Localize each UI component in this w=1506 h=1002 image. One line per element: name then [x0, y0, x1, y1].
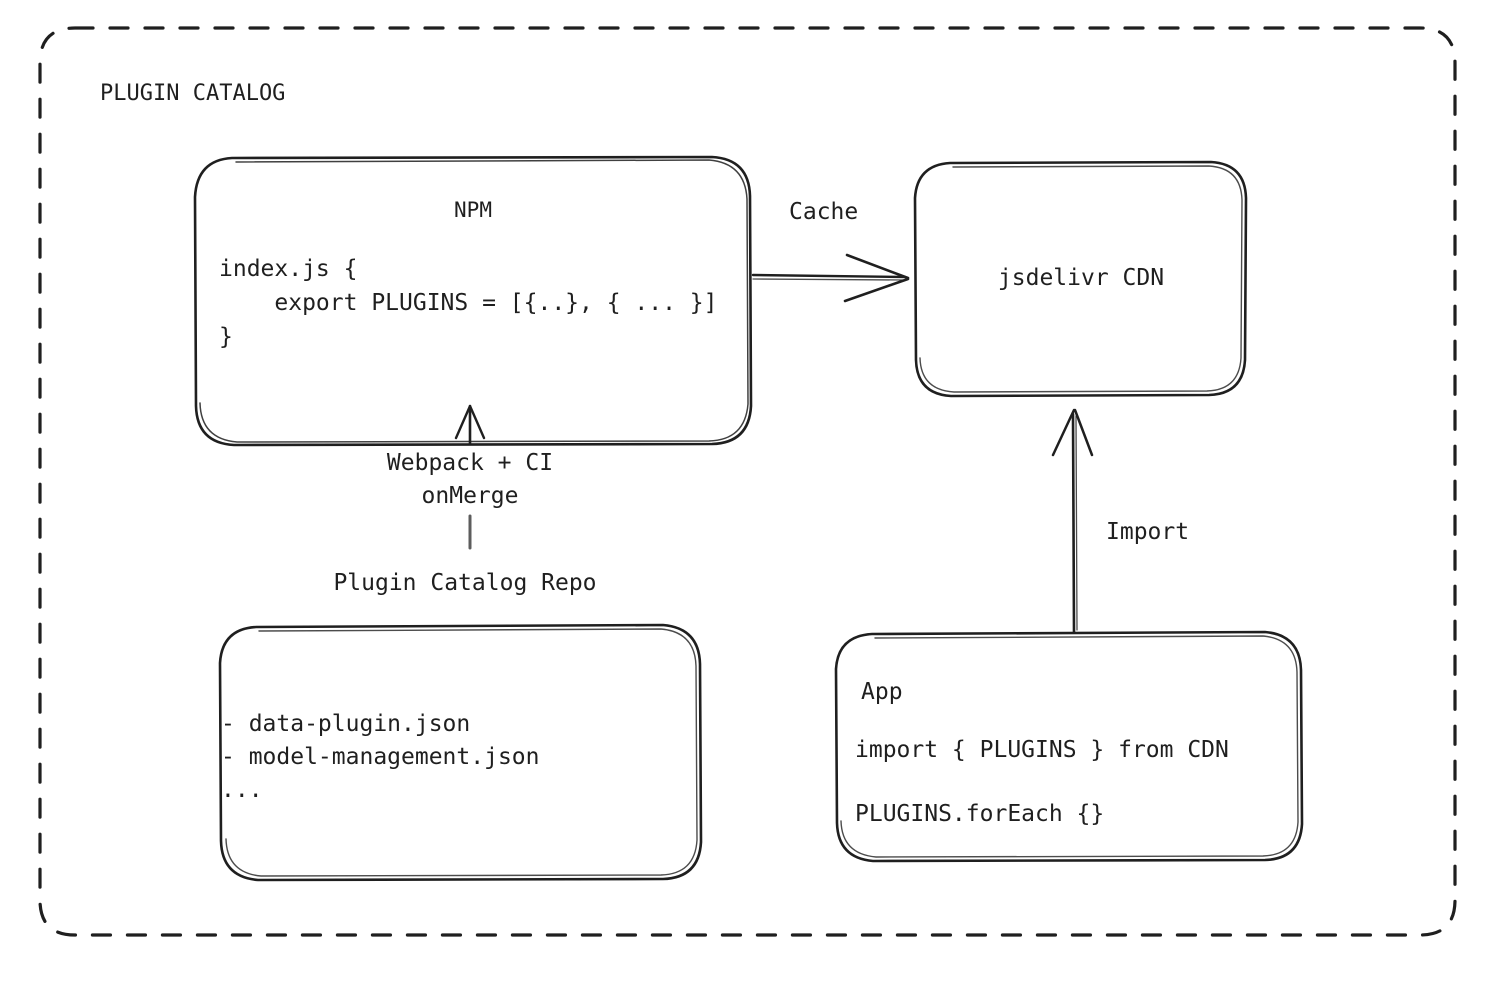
- npm-node-code: index.js { export PLUGINS = [{..}, { ...…: [219, 256, 718, 350]
- edge-label-cache: Cache: [789, 199, 859, 225]
- cdn-node-title: jsdelivr CDN: [997, 265, 1165, 291]
- repo-node-items: - data-plugin.json - model-management.js…: [221, 711, 540, 803]
- app-node-import-line: import { PLUGINS } from CDN: [855, 737, 1229, 763]
- repo-node-caption: Plugin Catalog Repo: [333, 570, 597, 596]
- npm-node-title: NPM: [454, 198, 492, 222]
- group-title: PLUGIN CATALOG: [100, 81, 286, 106]
- edge-cache-arrow: [751, 253, 910, 303]
- edge-label-import: Import: [1106, 519, 1190, 545]
- edge-label-build: Webpack + CI onMerge: [386, 450, 554, 509]
- edge-import-arrow: [1051, 408, 1094, 634]
- app-node-title: App: [861, 679, 903, 705]
- app-node-foreach-line: PLUGINS.forEach {}: [855, 801, 1105, 827]
